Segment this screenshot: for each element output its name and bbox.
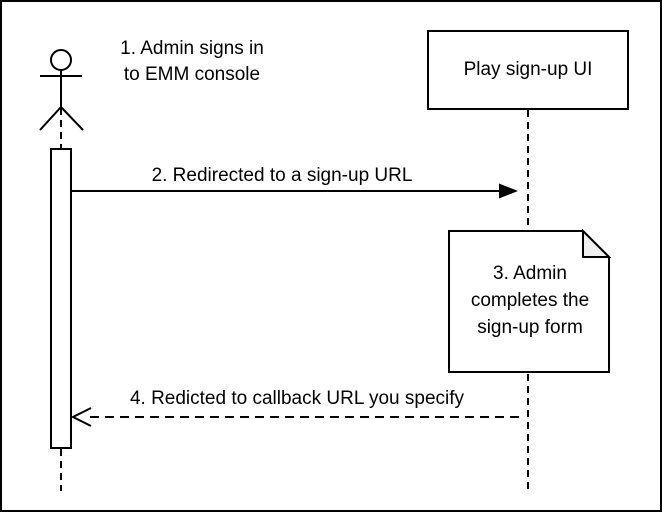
play-signup-ui-label: Play sign-up UI — [463, 59, 593, 80]
callback-arrow — [70, 407, 519, 427]
activation-bar — [50, 148, 72, 449]
actor-head — [50, 49, 72, 71]
note-fold-icon — [582, 228, 612, 258]
callback-message-label: 4. Redicted to callback URL you specify — [129, 388, 465, 409]
play-signup-ui-box: Play sign-up UI — [427, 30, 629, 110]
note-outline — [448, 230, 610, 373]
step1-annotation: 1. Admin signs in to EMM console — [120, 38, 264, 85]
actor-left-leg — [39, 106, 62, 131]
redirect-message-label: 2. Redirected to a sign-up URL — [151, 165, 413, 186]
actor-icon — [39, 49, 84, 131]
redirect-arrowhead-icon — [499, 183, 518, 199]
note-shape — [448, 228, 612, 373]
callback-arrowhead-icon — [70, 407, 92, 427]
actor-right-leg — [60, 106, 84, 131]
redirect-arrow — [72, 183, 518, 199]
note-text: 3. Admin completes the sign-up form — [470, 263, 590, 338]
